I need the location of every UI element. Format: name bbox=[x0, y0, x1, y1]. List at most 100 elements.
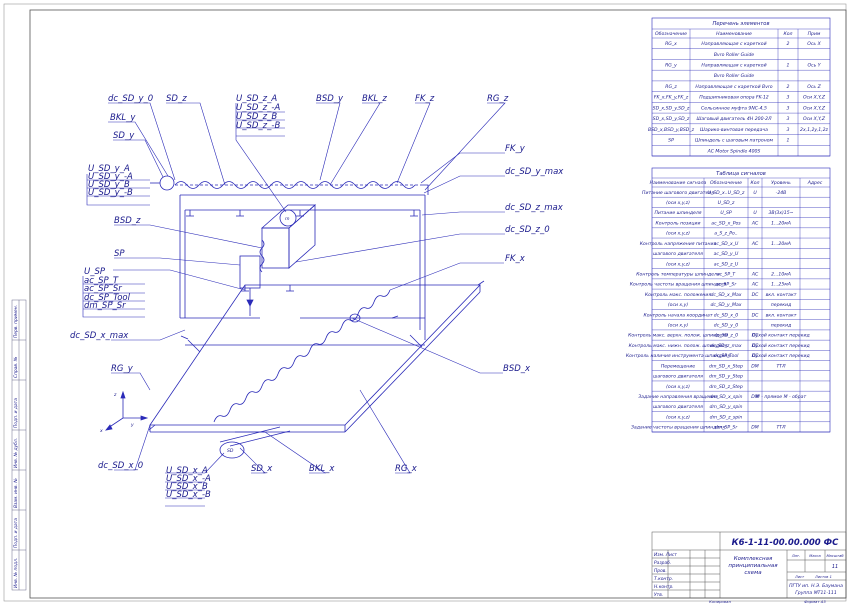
label-ac-sp-sr: ac_SP_Sr bbox=[84, 284, 122, 294]
signals-cell: dc_SD_z_0 bbox=[714, 333, 738, 339]
sheet-label: Лист bbox=[794, 575, 805, 579]
label-dm-sp-sr: dm_SP_Sr bbox=[84, 301, 126, 311]
elements-cell: AC Motor Spindle 400S bbox=[707, 148, 761, 154]
col-scale: Масштаб bbox=[826, 554, 844, 558]
signals-cell: ac_SD_z_U bbox=[714, 261, 739, 267]
signals-cell: (оси x,y,z) bbox=[666, 384, 690, 390]
signals-header-3: Уровень bbox=[771, 180, 791, 186]
signals-header-0: Наименование сигнала bbox=[650, 180, 707, 186]
footer-copy: Копировал bbox=[709, 599, 731, 604]
signals-cell: AC bbox=[751, 220, 759, 226]
signals-cell: DM bbox=[751, 363, 759, 369]
signals-cell: (оси x,y) bbox=[668, 302, 688, 308]
elements-cell: 1 bbox=[787, 63, 790, 69]
signals-cell: dc_SP_Tool bbox=[714, 353, 740, 359]
side-stamp-7: Инв. № подл. bbox=[13, 558, 19, 588]
label-rg-z: RG_z bbox=[487, 94, 509, 104]
elements-cell: Ось Z bbox=[807, 84, 821, 90]
signals-cell: dc_SD_y_0 bbox=[714, 323, 739, 329]
signals-table-title: Таблица сигналов bbox=[716, 171, 766, 177]
elements-cell: Оси X,Y,Z bbox=[803, 116, 826, 122]
title-block-row: Разраб. bbox=[654, 560, 671, 566]
elements-cell: 3 bbox=[787, 95, 790, 101]
elements-cell: 2 bbox=[787, 41, 790, 47]
signals-header-2: Кол bbox=[750, 180, 759, 186]
label-bsd-y: BSD_y bbox=[316, 94, 344, 104]
signals-cell: (оси x,y,z) bbox=[666, 200, 690, 206]
elements-cell: 3 bbox=[787, 116, 790, 122]
ball-screw-x bbox=[213, 289, 391, 423]
elements-header-2: Кол bbox=[783, 31, 792, 37]
signals-cell: dm_SD_z_Step bbox=[709, 384, 743, 390]
label-u-sd-x-a: U_SD_x_A bbox=[166, 466, 208, 476]
label-sd-x: SD_x bbox=[251, 464, 273, 474]
signals-cell: Задание частоты вращения шпинделя bbox=[631, 425, 725, 431]
signals-cell: AC bbox=[751, 282, 759, 288]
signals-cell: U_SD_x..U_SD_z bbox=[708, 190, 745, 196]
signals-cell: Контроль наличия инструмента шпинделя bbox=[626, 353, 730, 359]
motor-x bbox=[219, 441, 245, 459]
elements-cell: Bvro Roller Guide bbox=[714, 73, 754, 79]
signals-cell: (оси x,y,z) bbox=[666, 231, 690, 237]
signals-cell: dm_SD_x_Step bbox=[709, 363, 743, 369]
elements-cell: Оси X,Y,Z bbox=[803, 105, 826, 111]
signals-cell: (оси x,y,z) bbox=[666, 414, 690, 420]
elements-cell: Шпиндель с шаговым патроном bbox=[695, 138, 774, 144]
signals-cell: dm_SP_Sr bbox=[715, 425, 739, 431]
signals-cell: DC bbox=[752, 292, 760, 298]
title-block-row: Утв. bbox=[654, 592, 663, 598]
label-fk-x: FK_x bbox=[505, 254, 526, 264]
signals-cell: DC bbox=[752, 353, 760, 359]
signals-cell: ТТЛ bbox=[776, 363, 786, 369]
signals-cell: Сухой контакт перекид bbox=[752, 353, 809, 359]
elements-cell: Сельсинное муфта 9NC-4,5 bbox=[701, 105, 767, 111]
signals-cell: 1...20мА bbox=[771, 241, 791, 247]
elements-cell: Направляющая с кареткой bbox=[701, 41, 766, 47]
org-line-1: ПГТУ ип. Н.Э. Баумана bbox=[789, 583, 843, 589]
signals-cell: М - прямое М - обрат bbox=[756, 394, 807, 400]
label-dc-sd-x-0: dc_SD_x_0 bbox=[98, 461, 143, 471]
signals-cell: AC bbox=[751, 271, 759, 277]
footer-format: Формат А3 bbox=[804, 599, 826, 604]
signals-cell: 3В(3х)15~ bbox=[769, 210, 794, 216]
spindle bbox=[239, 255, 261, 289]
label-dc-sd-z-max: dc_SD_z_max bbox=[505, 203, 564, 213]
label-bkl-z: BKL_z bbox=[362, 94, 387, 104]
col-lit: Лит. bbox=[791, 554, 800, 558]
signals-cell: ТТЛ bbox=[776, 425, 786, 431]
title-block-row: Н.контр. bbox=[654, 584, 674, 590]
label-ac-sp-t: ac_SP_T bbox=[84, 276, 119, 286]
label-u-sp: U_SP bbox=[84, 267, 106, 277]
elements-cell: BSD_x,BSD_y,BSD_z bbox=[648, 127, 695, 133]
elements-cell: RG_x bbox=[665, 41, 677, 47]
elements-cell: Шаговый двигатель 4Н 200-2Л bbox=[696, 116, 772, 122]
signals-cell: перекид bbox=[771, 303, 792, 308]
signals-cell: dm_SD_y_Step bbox=[709, 374, 743, 380]
side-stamp bbox=[11, 299, 27, 591]
signals-cell: Контроль макс. нижн. полож. шпинделя bbox=[629, 343, 728, 349]
label-fk-z: FK_z bbox=[415, 94, 435, 104]
side-stamp-4: Инв. № дубл. bbox=[13, 438, 19, 468]
signals-cell: dm_SD_y_spin bbox=[710, 404, 743, 410]
elements-cell: 1 bbox=[787, 138, 790, 144]
signals-cell: DC bbox=[752, 333, 760, 339]
signals-cell: ac_SP_T bbox=[717, 271, 737, 277]
signals-cell: DM bbox=[751, 394, 759, 400]
signals-cell: AC bbox=[751, 241, 759, 247]
elements-header-3: Прим bbox=[808, 31, 821, 37]
elements-cell: Оси X,Y,Z bbox=[803, 95, 826, 101]
signals-cell: U_SP bbox=[720, 210, 732, 216]
signals-cell: Контроль частоты вращения шпинделя bbox=[630, 282, 727, 288]
label-fk-y: FK_y bbox=[505, 144, 526, 154]
elements-header-0: Обозначение bbox=[655, 31, 687, 37]
axis-z-label: z bbox=[113, 393, 117, 398]
label-bkl-y: BKL_y bbox=[110, 113, 136, 123]
leader-lines bbox=[82, 102, 506, 507]
signals-cell: (оси x,y) bbox=[668, 323, 688, 329]
signals-cell: dc_SD_x_0 bbox=[714, 312, 739, 318]
drawing-designation: К6-1-11-00.00.000 ФС bbox=[732, 538, 839, 548]
label-u-sd-z-mb: U_SD_z_-B bbox=[236, 121, 280, 131]
elements-cell: RG_y bbox=[665, 63, 677, 69]
axis-y-label: y bbox=[130, 423, 134, 428]
